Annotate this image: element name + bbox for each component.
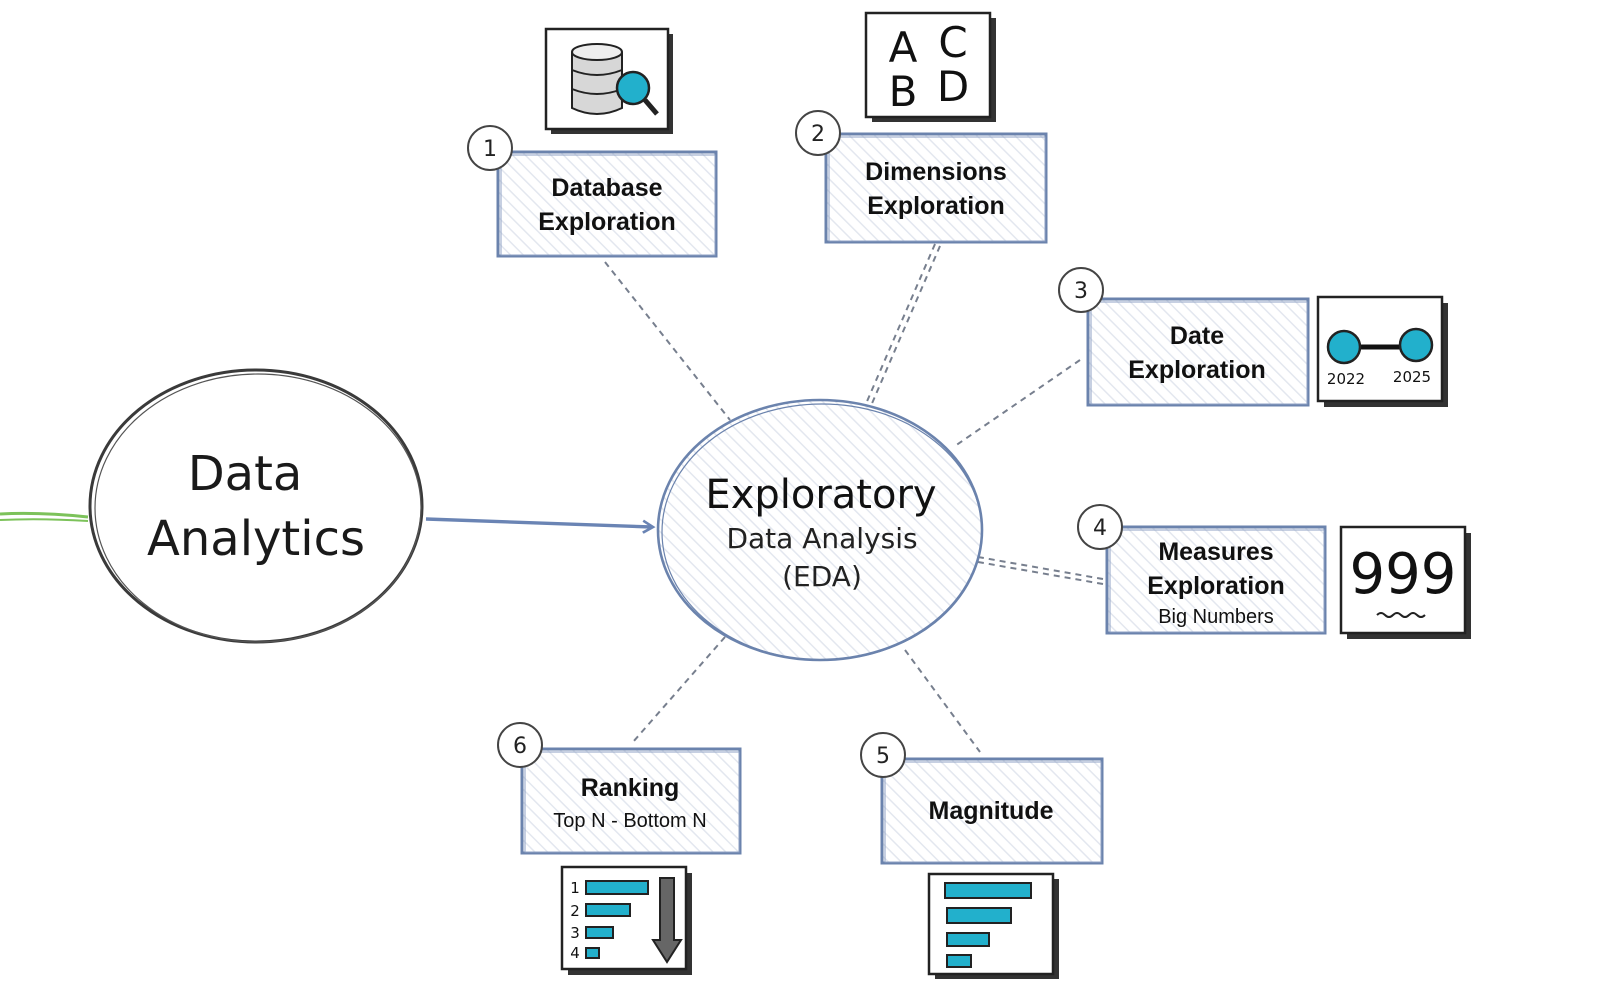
rank-label-3: 3: [570, 924, 580, 942]
step-3-number-badge: 3: [1058, 267, 1104, 313]
letter-b: B: [889, 67, 918, 116]
rank-bar-1: [585, 880, 649, 895]
rank-bar-3: [585, 926, 614, 939]
step-card-dimensions[interactable]: Dimensions Exploration: [824, 132, 1048, 244]
eda-abbreviation: (EDA): [782, 560, 862, 593]
step-6-sublabel: Top N - Bottom N: [553, 810, 706, 832]
step-1-label-line2: Exploration: [538, 208, 676, 236]
connector-measures: [977, 556, 1104, 580]
abcd-letters-icon: A C B D: [864, 11, 996, 122]
eda-subtitle: Data Analysis: [726, 522, 917, 555]
rank-bar-4: [585, 947, 600, 959]
letter-d: D: [937, 62, 969, 111]
step-2-number: 2: [811, 122, 825, 147]
data-analytics-label-line1: Data: [188, 446, 303, 502]
step-6-label-line1: Ranking: [581, 774, 680, 802]
rank-label-1: 1: [570, 879, 580, 897]
step-4-label-line1: Measures: [1158, 538, 1273, 566]
step-6-number: 6: [513, 734, 527, 759]
rank-label-4: 4: [570, 944, 580, 962]
eda-center-node[interactable]: Exploratory Data Analysis (EDA): [656, 398, 984, 662]
step-card-database[interactable]: Database Exploration: [496, 150, 718, 258]
step-card-measures[interactable]: Measures Exploration Big Numbers: [1105, 525, 1327, 635]
step-1-number: 1: [483, 137, 497, 162]
step-3-label-line2: Exploration: [1128, 356, 1266, 384]
step-2-label-line2: Exploration: [867, 192, 1005, 220]
step-4-sublabel: Big Numbers: [1158, 606, 1274, 628]
letter-c: C: [938, 18, 967, 67]
date-end-label: 2025: [1393, 368, 1431, 386]
connector-date: [954, 359, 1081, 447]
step-5-number-badge: 5: [860, 732, 906, 778]
date-range-icon: 2022 2025: [1316, 295, 1448, 407]
magnitude-bar-3: [946, 932, 990, 947]
date-start-label: 2022: [1327, 370, 1365, 388]
step-6-number-badge: 6: [497, 722, 543, 768]
step-1-number-badge: 1: [467, 125, 513, 171]
step-4-number: 4: [1093, 516, 1107, 541]
step-2-number-badge: 2: [795, 110, 841, 156]
down-arrow-icon: [651, 877, 683, 964]
database-search-icon: [544, 27, 673, 134]
data-analytics-node[interactable]: Data Analytics: [88, 368, 424, 644]
rank-label-2: 2: [570, 902, 580, 920]
big-number-icon: 999: [1339, 525, 1471, 639]
connector-database: [604, 261, 731, 421]
connector-dimensions: [864, 243, 936, 407]
step-1-label-line1: Database: [551, 174, 662, 202]
connector-magnitude: [904, 649, 981, 753]
step-2-label-line1: Dimensions: [865, 158, 1007, 186]
step-4-number-badge: 4: [1077, 504, 1123, 550]
step-connectors: [604, 243, 1104, 753]
step-card-date[interactable]: Date Exploration: [1086, 297, 1310, 407]
step-4-label-line2: Exploration: [1147, 572, 1285, 600]
eda-title: Exploratory: [705, 472, 936, 518]
letter-a: A: [889, 23, 918, 72]
step-3-label-line1: Date: [1170, 322, 1224, 350]
step-5-label-line1: Magnitude: [929, 797, 1054, 825]
magnitude-bar-4: [946, 954, 972, 968]
magnitude-bar-2: [946, 907, 1012, 924]
step-3-number: 3: [1074, 279, 1088, 304]
connector-ranking: [632, 636, 726, 743]
horizontal-bars-icon: [927, 872, 1059, 979]
big-number-value: 999: [1350, 542, 1457, 607]
step-card-magnitude[interactable]: Magnitude: [880, 757, 1104, 865]
incoming-connector: [0, 511, 89, 519]
step-5-number: 5: [876, 744, 890, 769]
data-analytics-label-line2: Analytics: [147, 511, 365, 567]
ranked-bars-icon: 1 2 3 4: [560, 865, 692, 975]
flow-arrow: [425, 517, 652, 527]
magnitude-bar-1: [944, 882, 1032, 899]
step-card-ranking[interactable]: Ranking Top N - Bottom N: [520, 747, 742, 855]
rank-bar-2: [585, 903, 631, 917]
